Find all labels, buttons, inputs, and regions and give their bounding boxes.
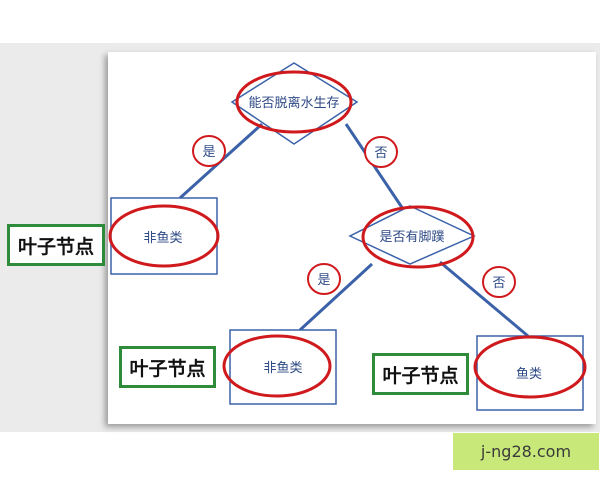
edge-no-2-circle <box>482 266 516 298</box>
middle-leaf-label: 非鱼类 <box>263 360 302 376</box>
right-leaf-label: 鱼类 <box>516 366 542 382</box>
root-decision-diamond <box>230 62 359 145</box>
edge-root-to-second-decision <box>344 123 407 213</box>
root-decision-label: 能否脱离水生存 <box>248 95 339 111</box>
leaf-node-tag: 叶子节点 <box>7 224 105 266</box>
left-leaf-box <box>110 197 218 275</box>
right-leaf-highlight-ellipse <box>473 335 587 399</box>
second-decision-diamond <box>348 205 476 265</box>
edge-second-to-middle-leaf <box>298 262 374 332</box>
second-highlight-ellipse <box>361 205 475 269</box>
middle-leaf-highlight-ellipse <box>222 334 332 398</box>
root-highlight-ellipse <box>235 70 353 134</box>
edge-second-to-right-leaf <box>439 260 529 338</box>
site-watermark: j-ng28.com <box>453 433 599 470</box>
leaf-node-tag: 叶子节点 <box>372 353 469 395</box>
edge-yes-1-circle <box>192 135 226 167</box>
edge-yes-1-label: 是 <box>202 145 215 160</box>
edge-yes-2-circle <box>307 263 341 295</box>
edge-no-1-label: 否 <box>374 146 387 161</box>
left-leaf-label: 非鱼类 <box>143 230 182 246</box>
edge-no-2-label: 否 <box>492 276 505 291</box>
edge-no-1-circle <box>364 136 398 168</box>
second-decision-label: 是否有脚蹼 <box>379 229 444 245</box>
leaf-node-tag: 叶子节点 <box>119 346 216 388</box>
edge-yes-2-label: 是 <box>317 273 330 288</box>
left-leaf-highlight-ellipse <box>108 204 220 268</box>
